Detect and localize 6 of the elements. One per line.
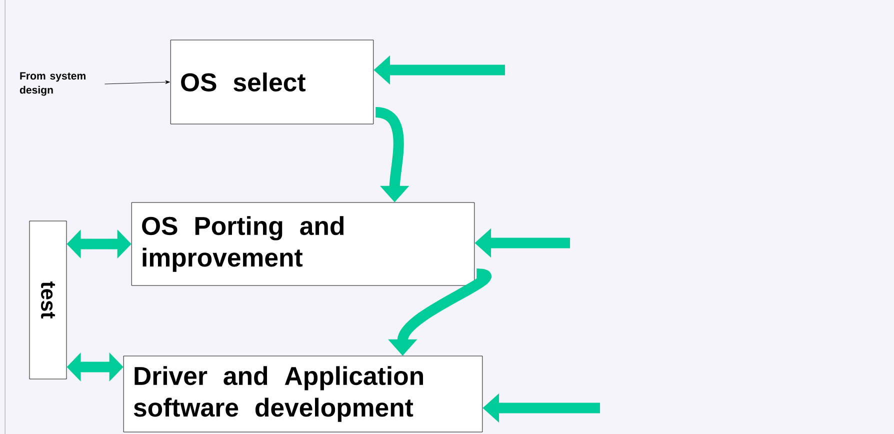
- test-box: test: [29, 220, 67, 380]
- process-box: Driver and Application software development: [123, 356, 483, 432]
- label-text: From system design: [20, 72, 86, 96]
- process-box: OS Porting and improvement: [131, 202, 475, 286]
- process-box: OS select: [170, 40, 374, 124]
- arrow: [104, 80, 170, 84]
